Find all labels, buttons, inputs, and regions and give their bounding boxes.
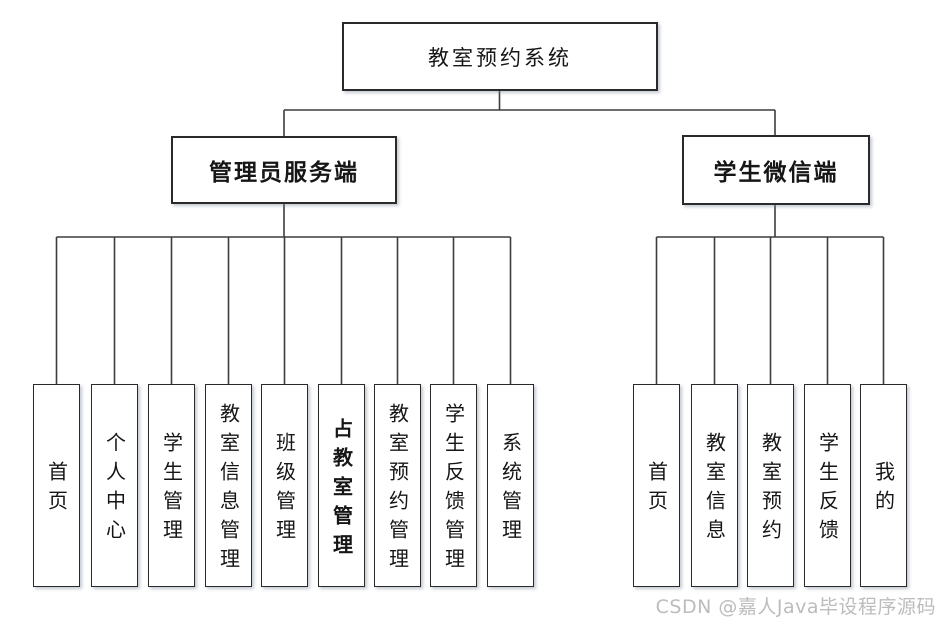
node-admin-home: 首页 [33, 384, 80, 587]
node-system-management: 系统管理 [487, 384, 534, 587]
node-occupy-classroom-management: 占教室管理 [318, 384, 365, 587]
csdn-watermark: CSDN @嘉人Java毕设程序源码 [655, 596, 936, 618]
node-student-home: 首页 [633, 384, 680, 587]
node-classroom-info-management: 教室信息管理 [205, 384, 252, 587]
node-class-management: 班级管理 [261, 384, 308, 587]
node-student-feedback: 学生反馈 [804, 384, 851, 587]
node-classroom-reservation-management: 教室预约管理 [374, 384, 421, 587]
node-admin-server: 管理员服务端 [171, 136, 397, 204]
node-classroom-reservation: 教室预约 [747, 384, 794, 587]
node-root-label: 教室预约系统 [428, 45, 572, 70]
node-personal-center: 个人中心 [91, 384, 138, 587]
node-root-system: 教室预约系统 [342, 22, 658, 91]
node-mine: 我的 [860, 384, 907, 587]
node-student-management: 学生管理 [148, 384, 195, 587]
node-student-label: 学生微信端 [713, 160, 839, 186]
node-classroom-info: 教室信息 [691, 384, 738, 587]
node-student-feedback-management: 学生反馈管理 [430, 384, 477, 587]
node-student-wechat: 学生微信端 [682, 135, 870, 205]
node-admin-label: 管理员服务端 [209, 160, 359, 186]
